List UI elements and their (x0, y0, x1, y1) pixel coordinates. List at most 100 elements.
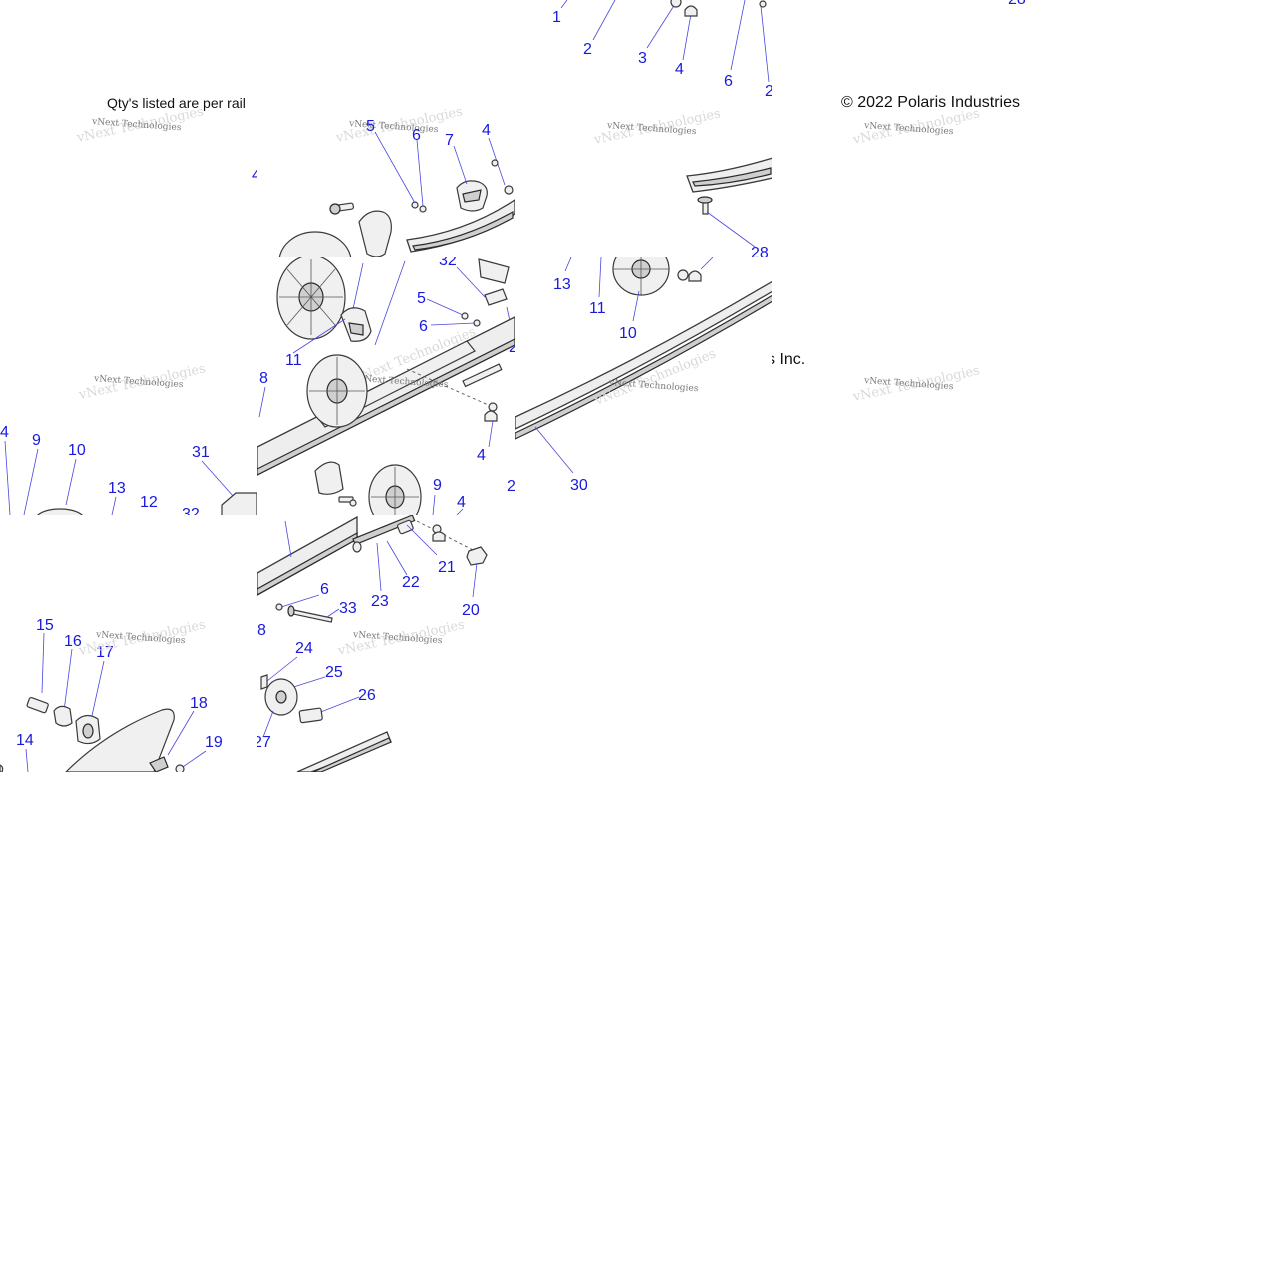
callout-24: 24 (295, 640, 313, 657)
callout-23: 23 (371, 593, 389, 610)
diagram-tile-center-middle: 11 5 6 32 29 vNext Technologies (257, 257, 515, 515)
bumper-block-part (221, 492, 257, 515)
callout-9: 9 (433, 477, 442, 494)
callout-4: 4 (457, 494, 466, 511)
callout-5: 5 (366, 118, 375, 135)
callout-13: 13 (108, 480, 126, 497)
idler-wheel-part (368, 464, 422, 515)
callout-27: 27 (257, 734, 271, 751)
callout-10: 10 (68, 442, 86, 459)
diagram-tile-left-middle: vNext Technologies vNext Technologies 4 … (0, 257, 257, 515)
callout-1: 1 (552, 9, 561, 26)
callout-fragment: 2 (507, 478, 515, 495)
diagram-tile-left-bottom: 15 16 17 vNext Technologies vNext Techno… (0, 515, 257, 772)
diagram-tile-far-right-top: © 2022 Polaris Industries 28 vNext Techn… (772, 0, 1029, 257)
idler-wheel-part (276, 257, 346, 340)
callout-17: 17 (96, 644, 114, 661)
watermark: vNext Technologies vNext Technologies (77, 361, 207, 403)
watermark: vNext Technologies vNext Technologies (851, 363, 981, 405)
callout-4: 4 (482, 122, 491, 139)
callout-8: 8 (259, 370, 268, 387)
watermark: vNext Technologies vNext Technologies (592, 106, 722, 148)
slide-block-part (340, 307, 372, 342)
rail-tip-part (296, 731, 392, 772)
diagram-tile-right-middle: 13 11 10 vNext Techn (515, 257, 772, 515)
diagram-tile-top-left: Qty's listed are per rail vNext Technolo… (0, 0, 257, 257)
callout-4: 4 (477, 447, 486, 464)
wheel-hub-part (264, 678, 298, 716)
watermark: vNext Technologies vNext Technologies (75, 104, 205, 146)
rail-slide-part (515, 280, 772, 440)
callout-3: 3 (638, 50, 647, 67)
watermark: vNext Technologies vNext Technologies (851, 106, 981, 148)
spacer-part (53, 705, 73, 727)
idler-wheel-part (37, 508, 83, 515)
copyright-notice: © 2022 Polaris Industries (841, 94, 1020, 111)
callout-28: 28 (751, 245, 769, 257)
callout-7: 7 (445, 132, 454, 149)
idler-wheel-part (612, 257, 670, 296)
bumper-block-part (314, 461, 344, 495)
copyright-fragment: s Inc. (772, 351, 806, 368)
bumper-block-part (75, 714, 101, 745)
suspension-arm-part (65, 708, 185, 772)
callout-30: 30 (570, 477, 588, 494)
callout-fragment: 28 (1008, 0, 1026, 8)
callout-fragment: 2 (765, 83, 772, 100)
callout-10: 10 (619, 325, 637, 342)
callout-12: 12 (140, 494, 158, 511)
callout-6: 6 (419, 318, 428, 335)
callout-32: 32 (182, 506, 200, 515)
idler-wheel-part (306, 354, 368, 428)
callout-2: 2 (583, 41, 592, 58)
bolt-part (697, 196, 713, 215)
callout-26: 26 (358, 687, 376, 704)
callout-22: 22 (402, 574, 420, 591)
callout-8: 8 (257, 622, 266, 639)
bolt-part (26, 696, 49, 714)
callout-6: 6 (724, 73, 733, 90)
bolt-part (287, 605, 333, 623)
main-rail-part (257, 515, 358, 596)
nut-part (466, 546, 488, 566)
callout-15: 15 (36, 617, 54, 634)
callout-14: 14 (16, 732, 34, 749)
callout-32: 32 (439, 257, 457, 269)
callout-4: 4 (675, 61, 684, 78)
bolt-part (329, 202, 354, 215)
callout-fragment: 4 (252, 167, 257, 184)
callout-5: 5 (417, 290, 426, 307)
callout-11: 11 (285, 352, 302, 369)
callout-13: 13 (553, 276, 571, 293)
diagram-tile-top-right: 1 2 3 4 6 2 vNext Technologies vNext Tec… (515, 0, 772, 257)
shaft-part (352, 515, 416, 553)
watermark: vNext Technologies vNext Technologies (77, 617, 207, 659)
axle-bolt-part (298, 707, 323, 724)
callout-18: 18 (190, 695, 208, 712)
main-rail-part (257, 316, 515, 476)
callout-21: 21 (438, 559, 456, 576)
watermark: vNext Technologies vNext Technologies (336, 617, 466, 659)
callout-11: 11 (589, 300, 606, 317)
callout-25: 25 (325, 664, 343, 681)
diagram-tile-center-bottom: 23 22 21 20 6 33 8 vNext (257, 515, 515, 772)
slide-block-part (456, 180, 488, 212)
qty-note: Qty's listed are per rail (107, 95, 246, 111)
diagram-tile-top-center: vNext Technologies vNext Technologies (257, 0, 515, 257)
callout-6: 6 (320, 581, 329, 598)
callout-31: 31 (192, 444, 210, 461)
spring-part (260, 674, 268, 690)
callout-6: 6 (412, 127, 421, 144)
callout-20: 20 (462, 602, 480, 619)
callout-33: 33 (339, 600, 357, 617)
callout-9: 9 (32, 432, 41, 449)
callout-fragment: 4 (0, 424, 9, 441)
callout-19: 19 (205, 734, 223, 751)
idler-wheel-part (278, 231, 352, 257)
bumper-block-part (358, 210, 392, 257)
callout-16: 16 (64, 633, 82, 650)
callout-29: 29 (509, 339, 515, 356)
rail-rear-part (686, 157, 772, 193)
diagram-tile-far-right-middle: s Inc. vNext Technologies vNext Technolo… (772, 257, 1029, 515)
